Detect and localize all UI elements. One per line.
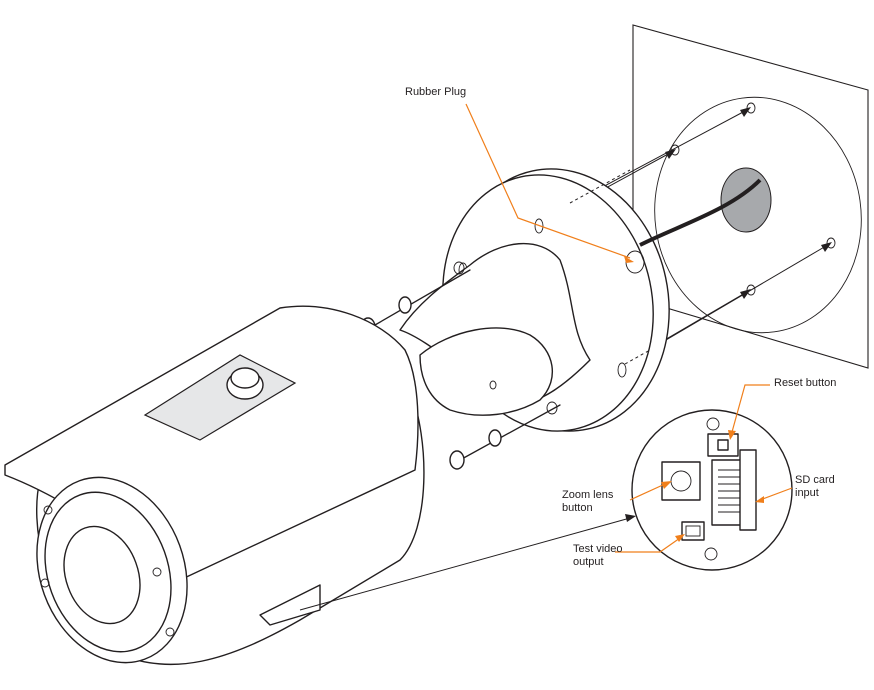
test-video-label-line1: Test video xyxy=(573,543,623,555)
wall-hole-4 xyxy=(746,284,756,296)
guide-line-3 xyxy=(624,349,651,365)
sd-card-label-line2: input xyxy=(795,487,819,499)
bullet-camera-body xyxy=(4,305,425,666)
test-video-label-line2: output xyxy=(573,556,604,568)
callout-leaders xyxy=(465,103,793,553)
rubber-plug-label: Rubber Plug xyxy=(405,86,467,98)
sd-card-label-line1: SD card xyxy=(795,474,835,486)
cable xyxy=(639,178,762,247)
zoom-lens-label-line2: button xyxy=(562,502,593,514)
zoom-lens-label-line1: Zoom lens xyxy=(562,489,614,501)
inset-pointer-arrow xyxy=(625,514,636,522)
wall-hole-1 xyxy=(746,102,756,114)
cable-hole xyxy=(720,167,772,233)
reset-button-label: Reset button xyxy=(774,377,837,389)
detail-inset-circle xyxy=(631,409,793,571)
zoom-lens-label: Zoom lens button xyxy=(562,489,613,515)
wall-hole-3 xyxy=(826,237,836,249)
test-video-label: Test video output xyxy=(573,543,623,569)
sd-card-label: SD card input xyxy=(795,474,835,500)
inset-pointer xyxy=(299,517,631,611)
wall-mount-circle xyxy=(654,96,862,334)
guide-line-1 xyxy=(639,231,666,246)
